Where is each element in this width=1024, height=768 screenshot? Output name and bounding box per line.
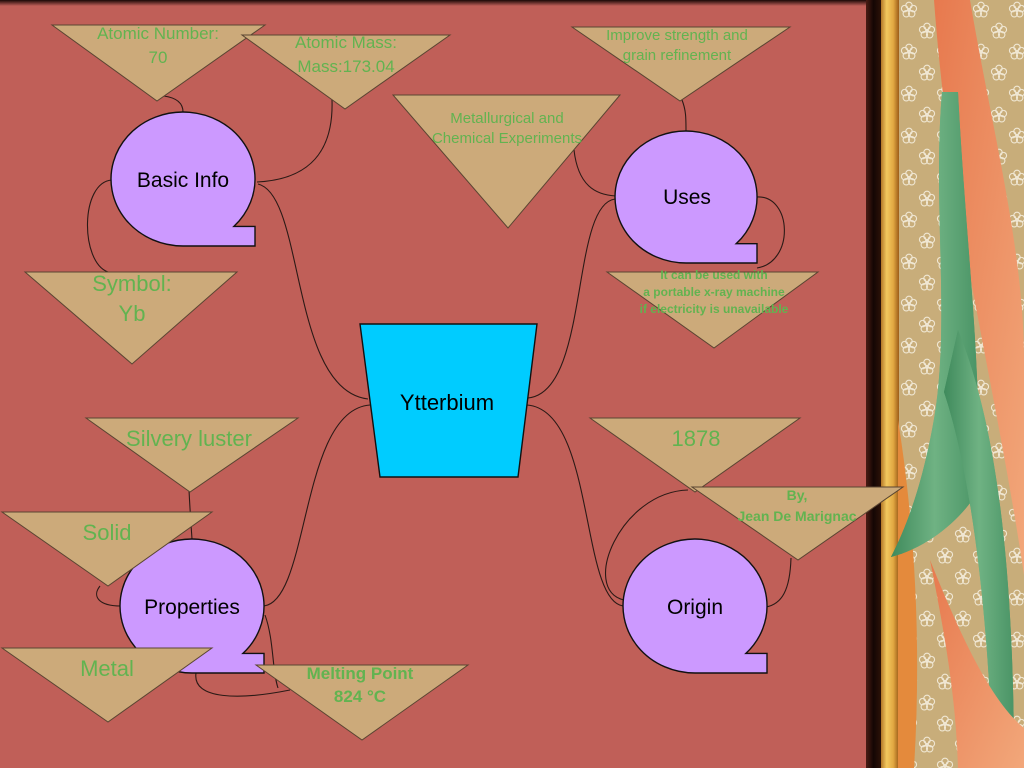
connector-metallurgical	[573, 149, 617, 197]
leaf-atomic-number	[50, 24, 267, 102]
topic-label-origin: Origin	[667, 596, 723, 619]
leaf-1878	[588, 417, 802, 493]
connector-solid	[96, 585, 122, 607]
leaf-silvery-luster	[84, 417, 300, 493]
gold-band	[880, 0, 899, 768]
leaf-metal	[0, 647, 214, 723]
leaf-text-metal: Metal	[80, 656, 134, 681]
connector-improve-strength	[681, 99, 687, 132]
leaf-text-portable-line3: if electricity is unavailable	[640, 302, 789, 316]
connector-melting-point	[264, 614, 279, 689]
leaf-text-atomic-number-value: 70	[149, 48, 168, 67]
leaf-improve-strength	[570, 26, 792, 102]
leaf-text-silvery-luster: Silvery luster	[126, 426, 252, 451]
connectors	[86, 95, 792, 697]
leaf-text-symbol-title: Symbol:	[92, 271, 171, 296]
connector-center-uses	[527, 198, 616, 399]
connector-portable-xray	[756, 196, 785, 269]
leaf-text-1878: 1878	[672, 426, 721, 451]
leaf-metallurgical	[391, 94, 622, 229]
leaf-text-metallurgical-line2: Chemical Experiments	[432, 130, 582, 147]
leaf-text-symbol-value: Yb	[119, 301, 146, 326]
leaf-text-melting-point-value: 824 °C	[334, 687, 386, 706]
topic-label-basic-info: Basic Info	[137, 169, 229, 192]
topic-basic-info	[110, 111, 256, 247]
connector-center-properties	[263, 404, 371, 607]
connector-discoverer	[765, 557, 792, 608]
leaf-solid	[0, 511, 214, 587]
dark-band	[866, 0, 881, 768]
topic-label-uses: Uses	[663, 186, 711, 209]
center-node	[359, 323, 538, 478]
leaf-text-portable-line1: It can be used with	[660, 268, 767, 282]
decorative-side-panel	[866, 0, 1024, 768]
topic-uses	[614, 130, 758, 264]
leaf-text-atomic-mass-title: Atomic Mass:	[295, 33, 397, 52]
leaf-melting-point	[254, 664, 470, 741]
connector-atomic-mass	[256, 99, 333, 183]
connector-center-origin	[526, 404, 624, 607]
leaf-discoverer	[690, 486, 905, 561]
leaf-symbol	[23, 271, 239, 365]
center-label: Ytterbium	[400, 390, 494, 415]
leaf-atomic-mass	[240, 34, 452, 110]
connector-center-basic-info	[257, 183, 369, 400]
leaf-portable-xray	[605, 271, 820, 349]
leaf-text-portable-line2: a portable x-ray machine	[643, 285, 785, 299]
connector-1878	[605, 489, 689, 601]
leaf-text-discoverer-line2: Jean De Marignac	[737, 508, 856, 524]
orange-strip	[898, 420, 918, 768]
connector-metal	[195, 672, 291, 697]
connector-symbol	[86, 179, 113, 273]
leaf-text-atomic-number-title: Atomic Number:	[97, 24, 219, 43]
connector-atomic-number	[163, 95, 184, 113]
top-shadow	[0, 0, 880, 6]
leaf-text-melting-point-title: Melting Point	[307, 664, 414, 683]
leaf-text-discoverer-line1: By,	[787, 487, 808, 503]
leaf-text-atomic-mass-value: Mass:173.04	[297, 57, 394, 76]
leaf-text-solid: Solid	[83, 520, 132, 545]
leaf-text-improve-line2: grain refinement	[623, 47, 732, 64]
leaf-text-metallurgical-line1: Metallurgical and	[450, 110, 563, 127]
salmon-drape-bottom	[930, 560, 1024, 768]
leaf-text-improve-line1: Improve strength and	[606, 27, 748, 44]
topic-origin	[622, 538, 768, 674]
topic-label-properties: Properties	[144, 596, 240, 619]
